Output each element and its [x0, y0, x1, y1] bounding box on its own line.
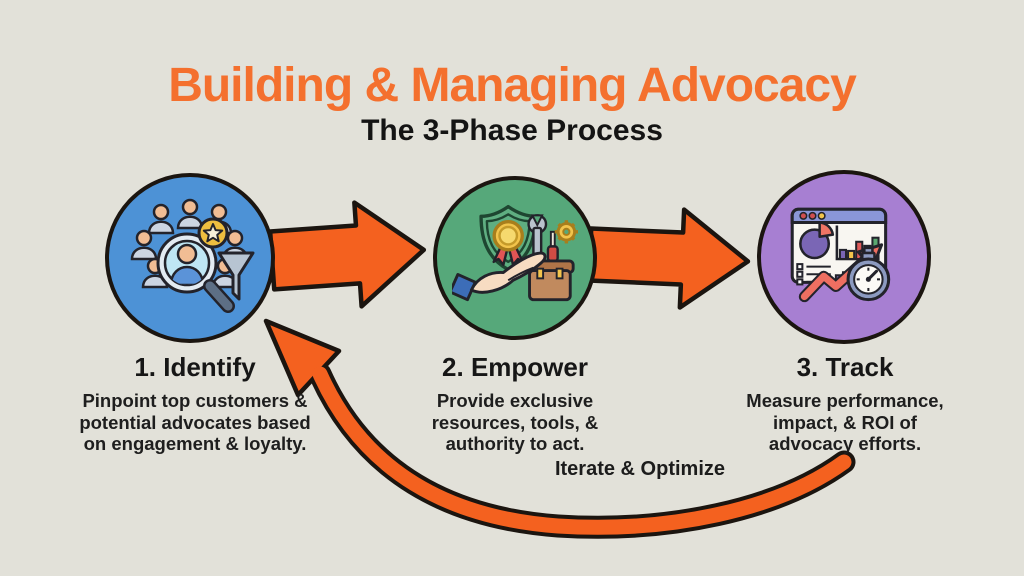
arrow-identify-to-empower-icon — [267, 200, 427, 309]
phase-description-track: Measure performance, impact, & ROI of ad… — [746, 390, 944, 455]
phase-circle-track — [757, 170, 931, 344]
phase-circle-identify — [105, 173, 275, 343]
phase-description-empower: Provide exclusive resources, tools, & au… — [431, 390, 599, 455]
phase-text-empower: 2. Empower Provide exclusive resources, … — [355, 352, 675, 455]
hand-shield-medal-toolbox-icon — [452, 204, 578, 302]
audience-magnifier-star-funnel-icon — [130, 198, 255, 313]
phase-label-track: 3. Track — [796, 352, 894, 382]
arrow-empower-to-track-icon — [586, 207, 751, 310]
phase-text-identify: 1. Identify Pinpoint top customers & pot… — [35, 352, 355, 455]
loop-label: Iterate & Optimize — [554, 458, 726, 480]
page-title: Building & Managing Advocacy — [168, 59, 857, 112]
phase-label-empower: 2. Empower — [442, 352, 588, 382]
page-subtitle: The 3-Phase Process — [361, 114, 663, 147]
phase-circle-empower — [433, 176, 597, 340]
phase-label-identify: 1. Identify — [134, 352, 256, 382]
loop-arrow-track-to-identify-icon — [263, 318, 856, 539]
phase-text-track: 3. Track Measure performance, impact, & … — [685, 352, 1005, 455]
dashboard-stopwatch-growth-arrow-icon — [790, 207, 891, 303]
phase-description-identify: Pinpoint top customers & potential advoc… — [79, 390, 311, 455]
